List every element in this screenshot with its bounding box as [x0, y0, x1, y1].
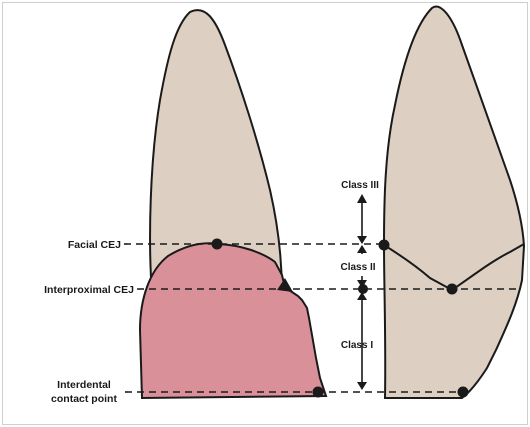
contact-point-right [458, 387, 469, 398]
class-iii-arrowhead-top [357, 194, 367, 203]
class-iii-arrowhead-bottom [357, 236, 367, 244]
class-ii-label: Class II [340, 262, 375, 273]
interproximal-cej-point-right [447, 284, 458, 295]
class-ii-arrowhead-top [357, 245, 367, 253]
right-tooth [384, 7, 524, 398]
contact-point-left [313, 387, 324, 398]
interdental-contact-label-line2: contact point [51, 393, 117, 405]
class-i-arrowhead-bottom [357, 382, 367, 390]
facial-cej-label: Facial CEJ [68, 239, 121, 251]
class-iii-label: Class III [341, 180, 379, 191]
facial-cej-point-left [212, 239, 223, 250]
left-gingiva [140, 243, 326, 398]
interproximal-cej-label: Interproximal CEJ [44, 284, 134, 296]
facial-cej-point-right [379, 240, 390, 251]
class-i-label: Class I [341, 340, 373, 351]
interdental-contact-label-line1: Interdental [57, 379, 111, 391]
